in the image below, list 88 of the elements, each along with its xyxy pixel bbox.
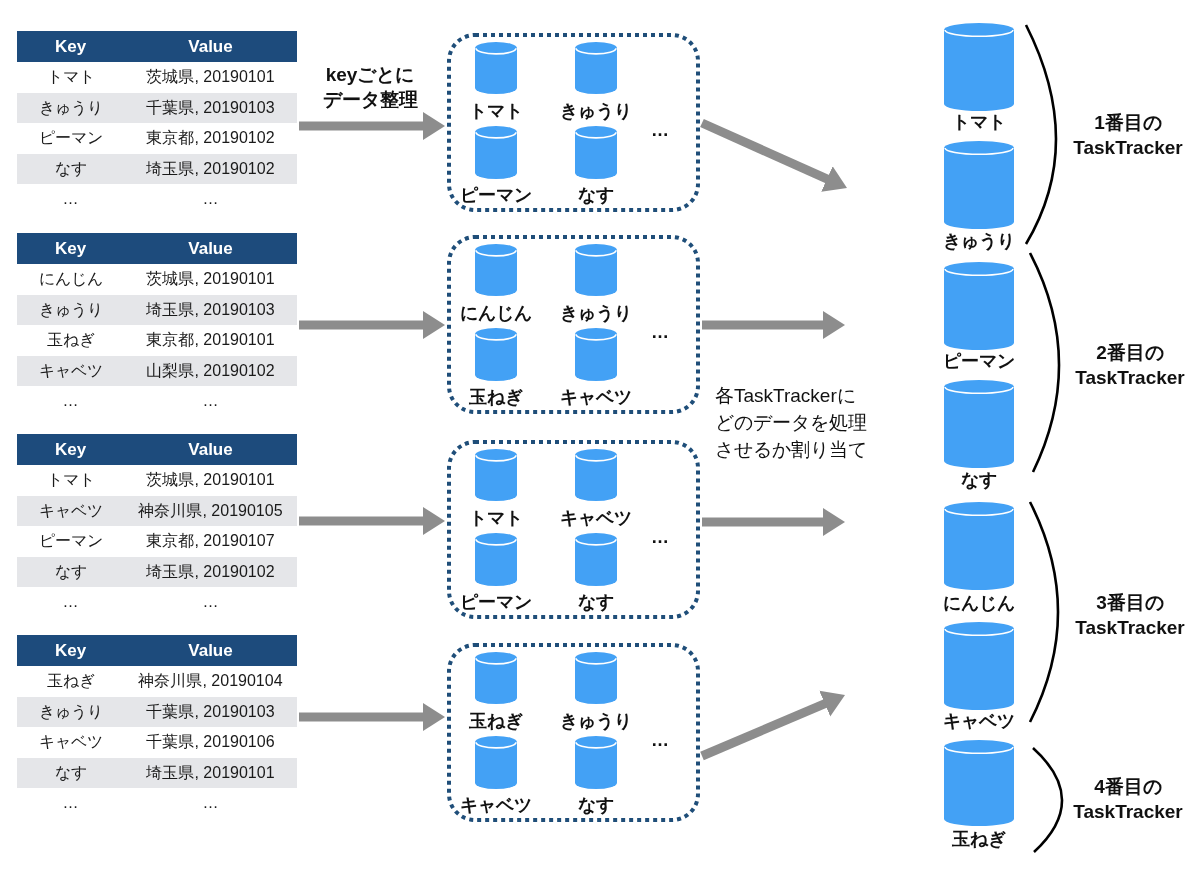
cell-text: ピーマン <box>38 129 103 146</box>
cell-text: … <box>202 593 219 610</box>
cell-text: きゅうり <box>38 98 103 116</box>
node-label: ピーマン <box>460 592 532 612</box>
cell-text: 埼玉県, 20190103 <box>146 300 275 318</box>
header-text: Value <box>188 239 233 258</box>
cell-text: … <box>202 392 219 409</box>
ellipsis-text: … <box>651 527 669 547</box>
node-label: にんじん <box>460 303 532 323</box>
node-label: トマト <box>469 508 523 528</box>
node-label: ピーマン <box>460 185 532 205</box>
node-label: キャベツ <box>560 508 632 528</box>
cell-text: … <box>202 190 219 207</box>
arrow <box>702 508 845 536</box>
node-label: にんじん <box>943 593 1015 613</box>
header-text: Value <box>188 440 233 459</box>
cell-text: 千葉県, 20190103 <box>146 702 275 720</box>
cell-text: … <box>62 794 79 811</box>
cell-text: 埼玉県, 20190102 <box>146 159 275 177</box>
note-text: 各TaskTrackerにどのデータを処理させるか割り当て <box>715 384 868 462</box>
cell-text: キャベツ <box>38 501 103 519</box>
cell-text: … <box>62 392 79 409</box>
node-label: キャベツ <box>460 795 532 815</box>
cell-text: 東京都, 20190102 <box>146 129 275 146</box>
arrow <box>299 112 445 140</box>
header-text: Key <box>54 239 87 258</box>
arrow <box>299 311 445 339</box>
cell-text: キャベツ <box>38 733 103 750</box>
node-label: きゅうり <box>560 101 632 121</box>
header-text: Key <box>54 37 87 56</box>
node-label: なす <box>578 795 614 815</box>
node-label: 玉ねぎ <box>469 711 523 731</box>
header-text: Value <box>188 641 233 660</box>
cell-text: にんじん <box>38 270 103 287</box>
arrow <box>702 311 845 339</box>
node-label: トマト <box>469 101 523 121</box>
cell-text: 千葉県, 20190103 <box>146 98 275 116</box>
bracket-label: 4番目のTaskTracker <box>1072 775 1184 824</box>
cell-text: 埼玉県, 20190101 <box>146 763 275 781</box>
node-label: ピーマン <box>943 351 1015 371</box>
node-label: キャベツ <box>943 711 1015 731</box>
cell-text: … <box>62 190 79 207</box>
cell-text: なす <box>54 159 87 177</box>
arrow <box>299 703 445 731</box>
cell-text: 玉ねぎ <box>46 672 95 689</box>
cell-text: 茨城県, 20190101 <box>146 68 275 85</box>
cell-text: 東京都, 20190107 <box>146 532 275 549</box>
node-label: 玉ねぎ <box>469 387 523 407</box>
cell-text: キャベツ <box>38 361 103 379</box>
node-label: なす <box>578 185 614 205</box>
ellipsis-text: … <box>651 730 669 750</box>
cell-text: 茨城県, 20190101 <box>146 270 275 287</box>
cell-text: なす <box>54 562 87 580</box>
ellipsis-text: … <box>651 322 669 342</box>
cell-text: 山梨県, 20190102 <box>146 361 275 379</box>
header-text: Key <box>54 641 87 660</box>
cell-text: トマト <box>46 68 95 85</box>
cell-text: きゅうり <box>38 300 103 318</box>
cell-text: 埼玉県, 20190102 <box>146 562 275 580</box>
node-label: 玉ねぎ <box>952 829 1006 849</box>
node-label: なす <box>578 592 614 612</box>
node-label: きゅうり <box>560 711 632 731</box>
node-label: なす <box>961 470 997 490</box>
bracket-label: 1番目のTaskTracker <box>1072 111 1184 160</box>
cell-text: 千葉県, 20190106 <box>146 733 275 750</box>
arrow <box>700 118 847 192</box>
cell-text: きゅうり <box>38 702 103 720</box>
arrow <box>700 690 845 761</box>
header-text: Key <box>54 440 87 459</box>
cell-text: 茨城県, 20190101 <box>146 471 275 488</box>
ellipsis-text: … <box>651 120 669 140</box>
cell-text: … <box>202 794 219 811</box>
cell-text: なす <box>54 763 87 781</box>
header-text: Value <box>188 37 233 56</box>
bracket-label: 3番目のTaskTracker <box>1074 591 1186 640</box>
cell-text: トマト <box>46 471 95 488</box>
cell-text: 玉ねぎ <box>46 331 95 348</box>
node-label: きゅうり <box>560 303 632 323</box>
node-label: トマト <box>952 112 1006 132</box>
arrow <box>299 507 445 535</box>
bracket-label: 2番目のTaskTracker <box>1074 341 1186 390</box>
cell-text: 東京都, 20190101 <box>146 331 275 348</box>
node-label: きゅうり <box>943 231 1015 251</box>
cell-text: 神奈川県, 20190104 <box>138 672 283 689</box>
cell-text: 神奈川県, 20190105 <box>138 501 283 519</box>
cell-text: … <box>62 593 79 610</box>
cell-text: ピーマン <box>38 532 103 549</box>
node-label: キャベツ <box>560 387 632 407</box>
